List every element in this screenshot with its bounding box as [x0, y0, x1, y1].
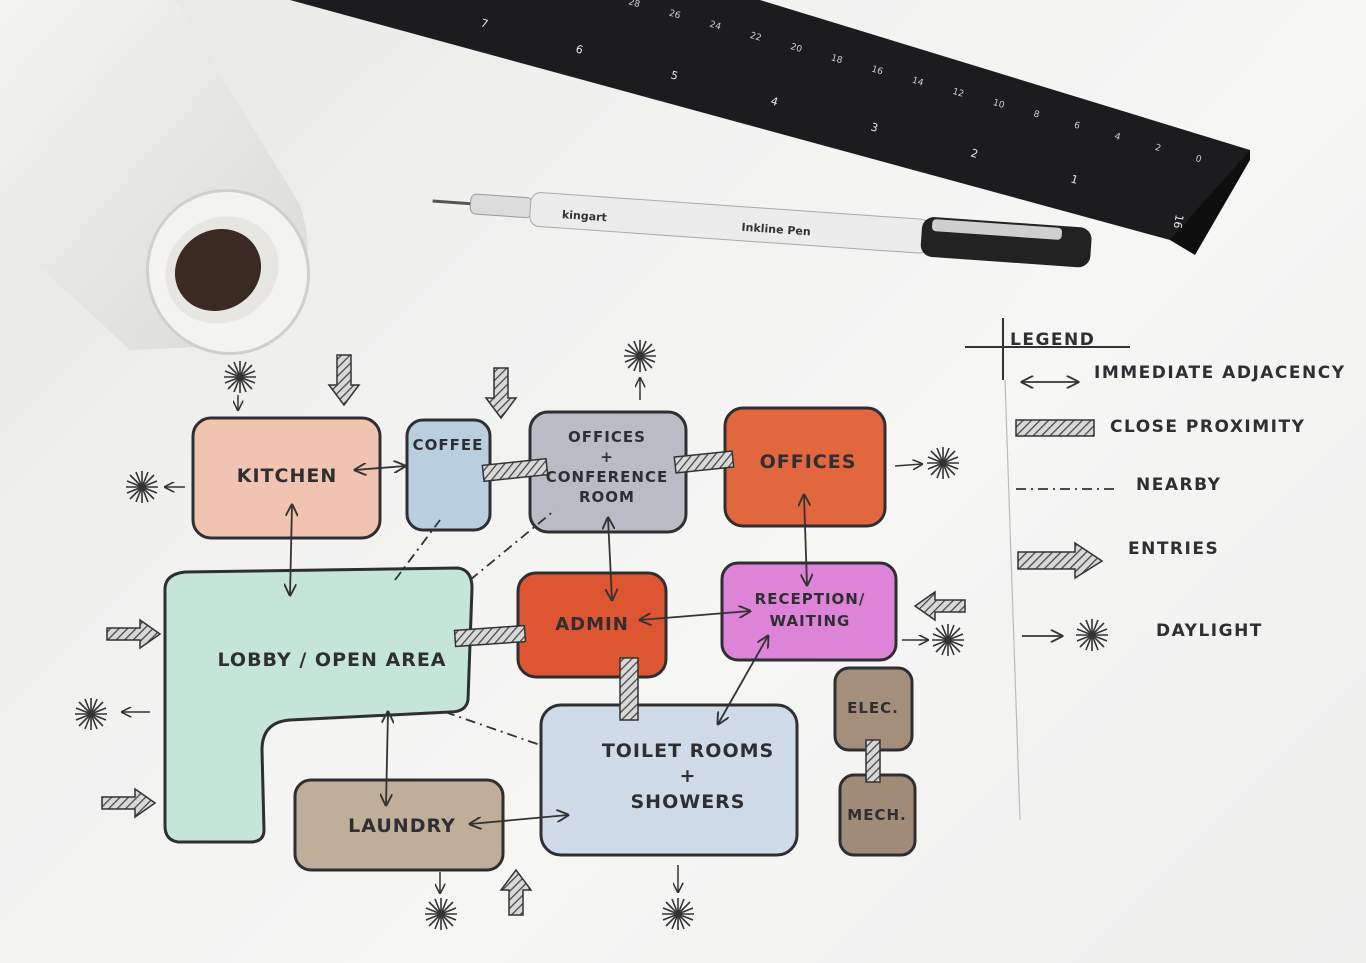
daylight-markers — [74, 339, 965, 931]
legend-label: IMMEDIATE ADJACENCY — [1094, 363, 1346, 383]
legend-item-immediate-adjacency: IMMEDIATE ADJACENCY — [1022, 363, 1346, 383]
room-elec: ELEC. — [833, 666, 914, 752]
ruler-scale-mark: 6 — [1073, 121, 1082, 132]
ruler-scale-mark: 24 — [708, 20, 722, 33]
daylight-star — [926, 446, 960, 480]
pen-model: Inkline Pen — [741, 221, 811, 239]
legend-item-daylight: DAYLIGHT — [1022, 618, 1263, 652]
pen-brand: kingart — [562, 208, 608, 224]
legend-symbol-hatched-arrow — [1017, 541, 1104, 580]
ruler-scale-mark: 0 — [1194, 154, 1203, 165]
ruler-scale-mark: 26 — [668, 9, 682, 22]
room-laundry: LAUNDRY — [293, 778, 505, 872]
room-label-toilet-1: TOILET ROOMS — [602, 740, 774, 762]
legend: LEGEND IMMEDIATE ADJACENCY CLOSE PROXIMI… — [965, 318, 1346, 821]
room-label-lobby: LOBBY / OPEN AREA — [217, 649, 446, 671]
daylight-star — [661, 897, 695, 931]
daylight-star — [125, 470, 159, 504]
inkline-pen: kingart Inkline Pen — [432, 192, 1092, 268]
room-lobby: LOBBY / OPEN AREA — [163, 566, 474, 844]
room-admin: ADMIN — [516, 571, 668, 679]
room-label-offices-conf-4: ROOM — [579, 488, 635, 506]
legend-label: CLOSE PROXIMITY — [1110, 417, 1305, 437]
room-label-reception-2: WAITING — [770, 612, 851, 630]
room-kitchen: KITCHEN — [191, 416, 382, 540]
room-label-mech: MECH. — [847, 806, 906, 824]
legend-label: DAYLIGHT — [1156, 621, 1263, 641]
ruler-number-6: 6 — [574, 42, 584, 56]
room-mech: MECH. — [838, 773, 917, 857]
room-label-laundry: LAUNDRY — [348, 815, 456, 837]
daylight-star — [424, 897, 458, 931]
room-label-admin: ADMIN — [555, 614, 629, 635]
legend-item-nearby: NEARBY — [1016, 475, 1221, 495]
room-label-toilet-2: + — [680, 765, 697, 787]
legend-symbol-hatched-bar — [1015, 419, 1095, 437]
ruler-scale-mark: 16 — [870, 65, 884, 78]
legend-item-entries: ENTRIES — [1017, 539, 1219, 580]
ruler-scale-mark: 22 — [749, 31, 763, 44]
adjacency-arrows — [290, 466, 807, 824]
ruler-scale-mark: 14 — [911, 76, 925, 89]
ruler-scale-mark: 8 — [1032, 109, 1041, 120]
nearby-lines — [394, 509, 556, 746]
daylight-star — [74, 697, 108, 731]
architect-scale-ruler: 7 6 5 4 3 2 1 16 28262422201816141210864… — [290, 0, 1250, 255]
room-label-offices-conf-2: + — [600, 448, 614, 466]
ruler-number-7: 7 — [479, 16, 489, 30]
ruler-number-1: 1 — [1069, 172, 1079, 186]
room-label-offices: OFFICES — [760, 451, 857, 473]
ruler-scale-mark: 2 — [1154, 143, 1162, 154]
room-label-kitchen: KITCHEN — [237, 465, 337, 487]
room-label-offices-conf-3: CONFERENCE — [546, 468, 668, 486]
ruler-number-5: 5 — [669, 68, 679, 82]
room-label-elec: ELEC. — [847, 699, 899, 717]
ruler-end-label: 16 — [1171, 213, 1186, 229]
room-label-toilet-3: SHOWERS — [631, 791, 746, 813]
ruler-scale-mark: 12 — [951, 87, 965, 100]
room-toilet-showers: TOILET ROOMS + SHOWERS — [539, 703, 799, 857]
ruler-scale-mark: 10 — [992, 98, 1006, 111]
room-coffee: COFFEE — [405, 418, 492, 532]
ruler-scale-mark: 20 — [789, 42, 803, 55]
proximity-bars — [453, 450, 881, 783]
room-label-reception-1: RECEPTION/ — [755, 590, 866, 608]
ruler-number-2: 2 — [969, 146, 979, 160]
legend-title: LEGEND — [1010, 330, 1095, 350]
room-label-offices-conf-1: OFFICES — [568, 428, 646, 446]
ruler-scale-mark: 4 — [1113, 132, 1122, 143]
ruler-number-4: 4 — [769, 94, 779, 108]
room-label-coffee: COFFEE — [413, 436, 484, 454]
tracing-paper-roll — [0, 0, 311, 356]
daylight-star — [223, 360, 257, 394]
legend-label: ENTRIES — [1128, 539, 1219, 559]
ruler-scale-mark: 18 — [830, 53, 844, 66]
legend-item-close-proximity: CLOSE PROXIMITY — [1015, 417, 1305, 437]
legend-symbol-starburst — [1075, 618, 1109, 652]
legend-label: NEARBY — [1136, 475, 1221, 495]
ruler-number-3: 3 — [869, 120, 879, 134]
room-offices-conference: OFFICES + CONFERENCE ROOM — [528, 410, 688, 534]
entry-arrows — [101, 354, 966, 916]
ruler-scale-mark: 28 — [627, 0, 641, 10]
daylight-star — [623, 339, 657, 373]
daylight-star — [931, 623, 965, 657]
